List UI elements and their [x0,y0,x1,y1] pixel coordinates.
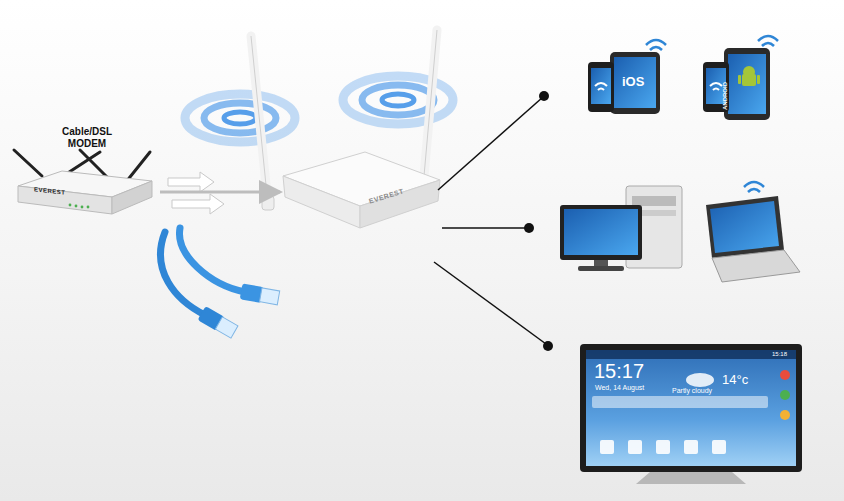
desktop-computer [560,186,682,271]
clock-time: 15:17 [594,360,644,383]
router-figure [251,30,440,228]
date-text: Wed, 14 August [595,384,644,391]
os-label: ANDROID [722,82,728,110]
modem-node: Cable/DSL MODEM EVEREST [14,126,160,222]
wifi-waves [185,76,453,142]
weather-text: Partly cloudy [672,387,712,394]
brand-logo: EVEREST [34,186,66,195]
router-node: EVEREST [280,148,442,232]
brand-logo: EVEREST [368,187,405,204]
leader-lines [434,91,553,351]
smart-tv [580,344,802,484]
laptop [706,182,800,282]
ethernet-cables [161,228,280,339]
android-devices [703,36,778,120]
cable-connector [160,191,280,194]
os-label: iOS [622,74,644,89]
status-time: 15:18 [772,351,787,357]
node-heading: Cable/DSL MODEM [50,126,124,150]
modem-figure [14,150,152,214]
ios-devices [588,40,666,114]
temperature: 14°c [722,372,748,387]
